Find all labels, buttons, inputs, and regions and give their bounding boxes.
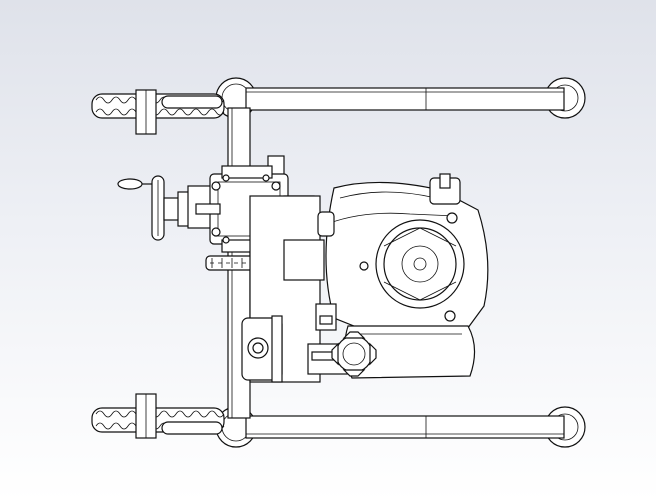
track-sprocket-top — [91, 89, 225, 135]
hand-crank — [117, 175, 193, 241]
fuel-cap — [331, 331, 377, 377]
track-sprocket-bottom — [91, 393, 225, 439]
frame-bottom-rail — [245, 415, 565, 439]
frame-top-rail — [245, 87, 565, 111]
engine-flywheel-cover — [375, 219, 465, 309]
